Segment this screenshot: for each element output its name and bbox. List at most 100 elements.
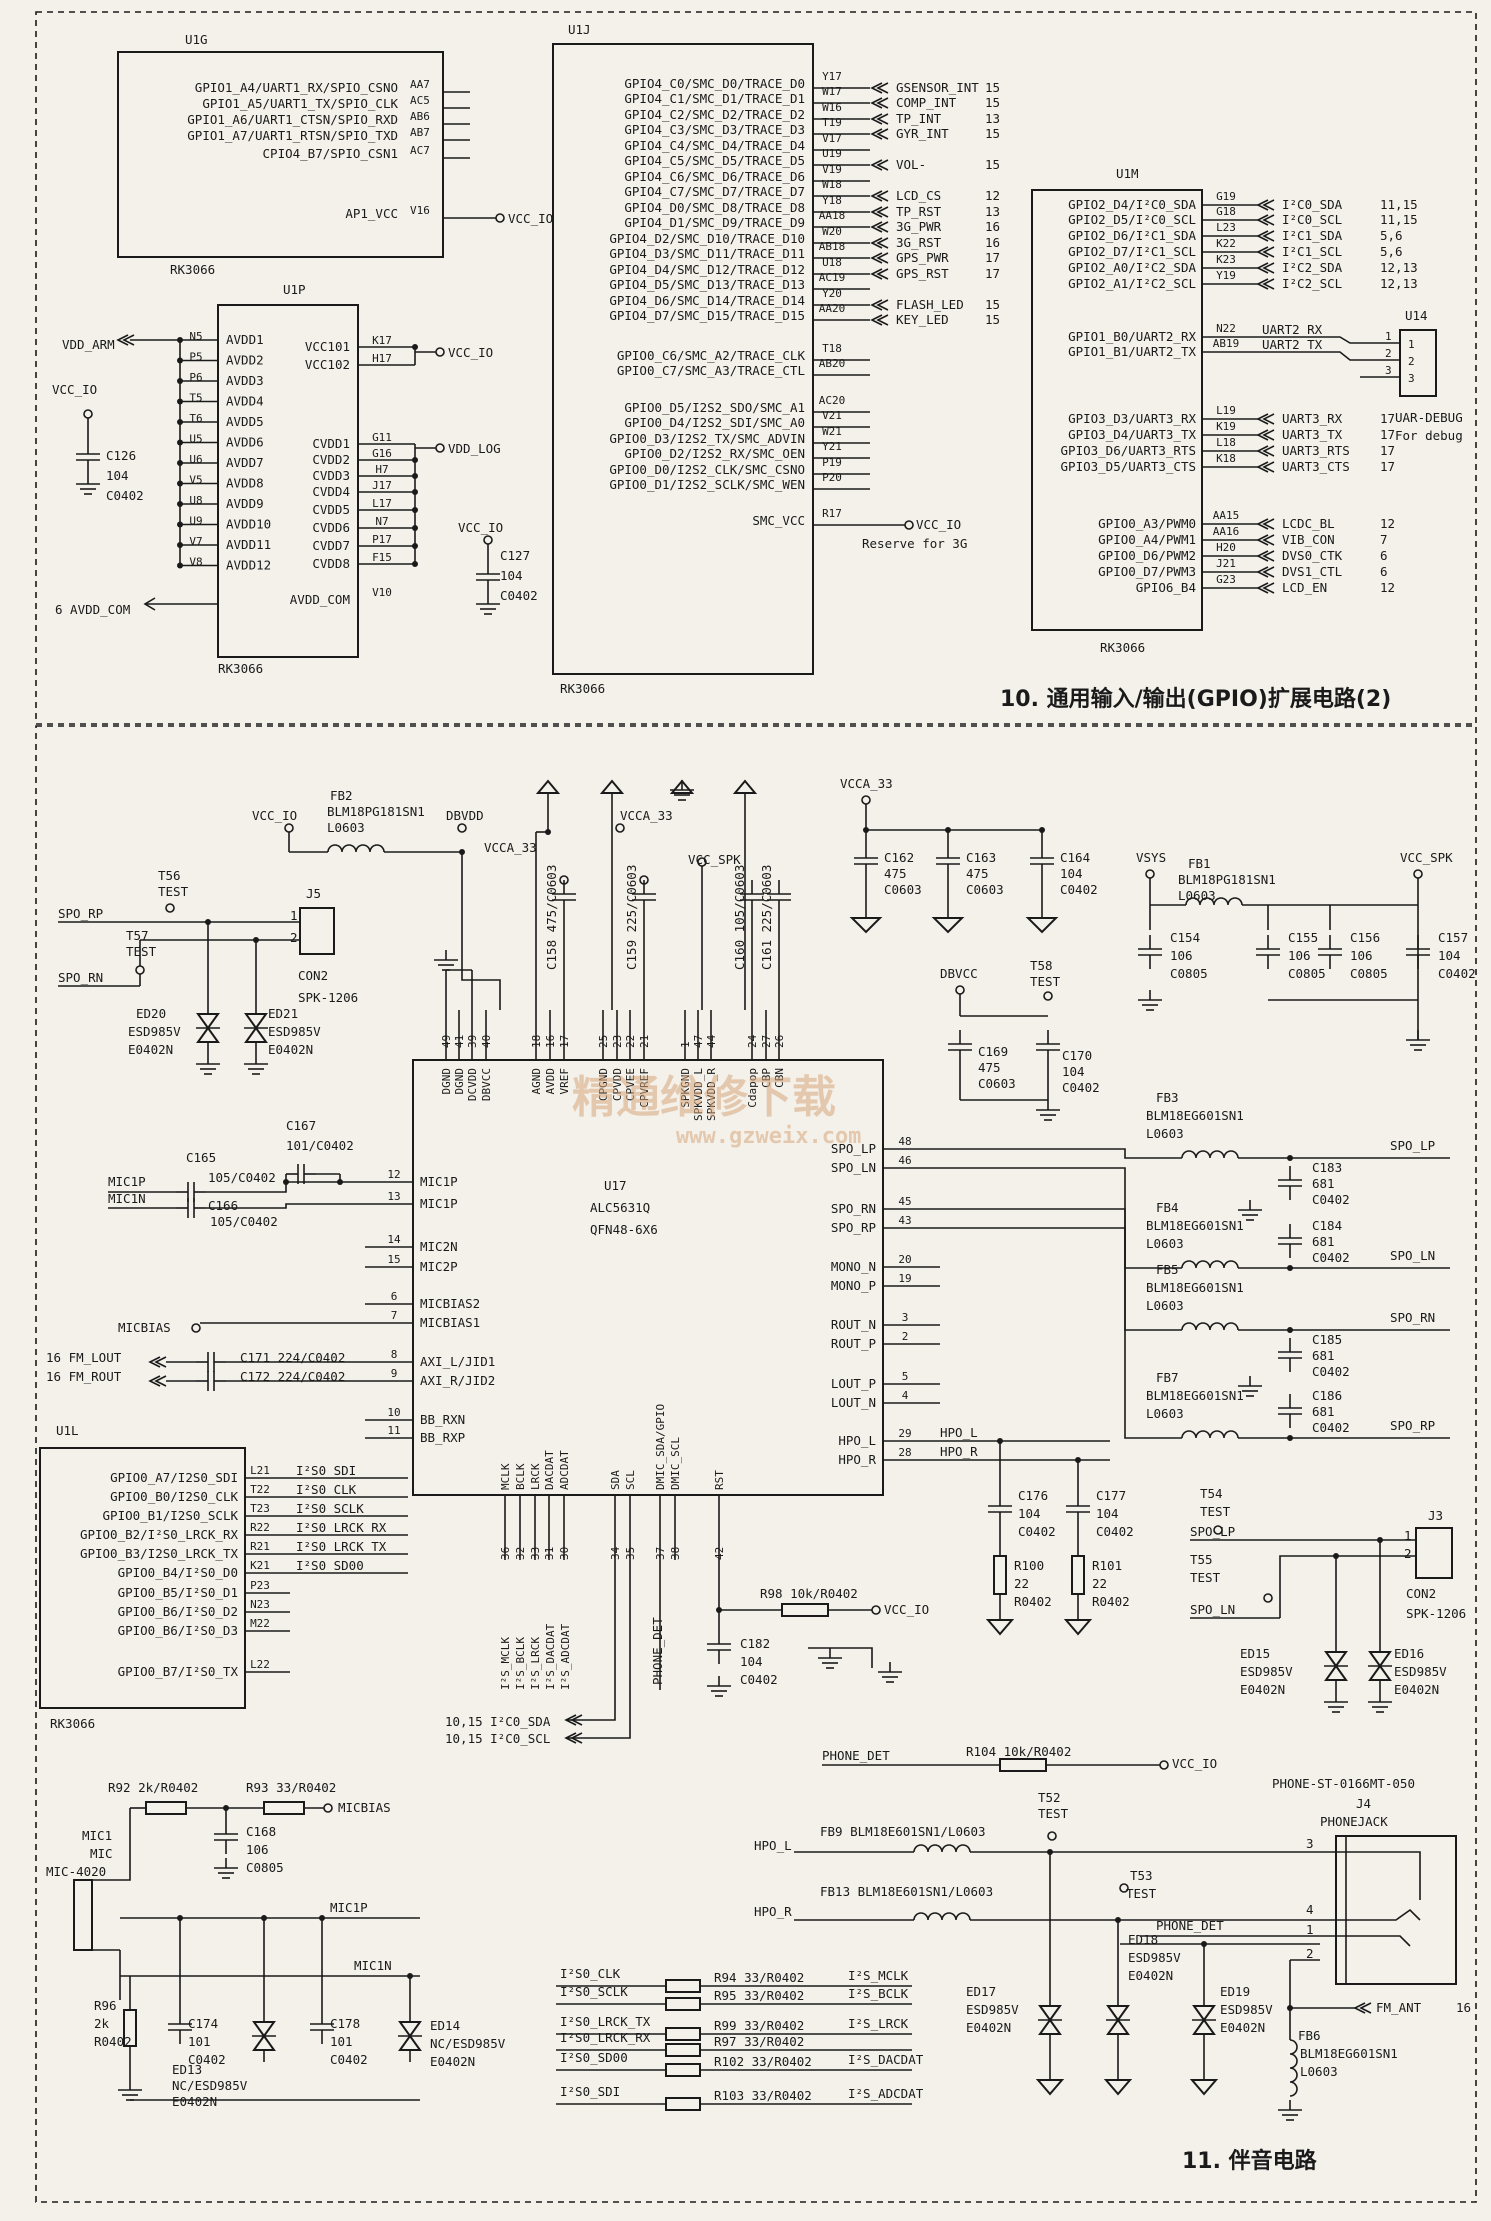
gpio-section-title: 10. 通用输入/输出(GPIO)扩展电路(2) — [1000, 686, 1391, 712]
u17-part: ALC5631Q — [590, 1200, 650, 1215]
u1j-pin-name: GPIO4_C4/SMC_D4/TRACE_D4 — [624, 138, 805, 153]
u1j-part: RK3066 — [560, 681, 605, 696]
i2s-res-label: R99 33/R0402 — [714, 2018, 804, 2033]
spo-net-label: SPO_LN — [1390, 1248, 1435, 1263]
ed18-tvs — [1106, 1994, 1130, 2046]
j3-spo-ln: SPO_LN — [1190, 1602, 1235, 1617]
u17-bottom-pin: DMIC_SCL — [669, 1437, 682, 1490]
u1p-vcc-io: VCC_IO — [448, 345, 493, 360]
c174-label: C0402 — [188, 2052, 226, 2067]
phone-det-label: PHONE_DET — [822, 1748, 890, 1763]
junction-dot — [412, 457, 418, 463]
c171-label: C171 224/C0402 — [240, 1350, 345, 1365]
u1j-pin-number: AB20 — [819, 357, 846, 370]
u1l-pin-number: L21 — [250, 1464, 270, 1477]
u1p-avdd-pin: AVDD5 — [226, 414, 264, 429]
i2s-out-label: I²S_BCLK — [848, 1986, 909, 2001]
c158-label: C158 475/C0603 — [544, 865, 559, 970]
u1l-pin-number: P23 — [250, 1579, 270, 1592]
u17-i2s-net: I²S_BCLK — [514, 1637, 527, 1690]
ground-symbol — [1138, 990, 1162, 1011]
i2s-out-label: I²S_MCLK — [848, 1968, 909, 1983]
u1g-pin-number: AB7 — [410, 126, 430, 139]
u1p-avdd-pin: AVDD12 — [226, 558, 271, 573]
jack-phone-det-label: PHONE_DET — [1156, 1918, 1224, 1933]
watermark-cn: 精通维修下载 — [572, 1072, 836, 1123]
fb7-ferrite-bead — [1181, 1430, 1239, 1439]
u1p-vdd-number: H17 — [372, 352, 392, 365]
c163-label: C0603 — [966, 882, 1004, 897]
junction-dot — [412, 344, 418, 350]
u1p-avdd-number: V7 — [189, 535, 202, 548]
u1j-pin-name: GPIO4_D6/SMC_D14/TRACE_D14 — [609, 293, 805, 308]
diode-triangle — [1324, 1664, 1348, 1681]
u1l-net-label: I²S0_SD00 — [296, 1558, 364, 1573]
net-arrow — [1256, 214, 1269, 226]
ed21-tvs — [244, 1002, 268, 1054]
ed14-label: E0402N — [430, 2054, 475, 2069]
diode-triangle — [1038, 2005, 1062, 2022]
ed21-label: ESD985V — [268, 1024, 321, 1039]
ground-symbol — [1036, 1100, 1060, 1121]
u1j-net-label: GPS_RST — [896, 266, 949, 281]
u1j-pin-name: GPIO4_C1/SMC_D1/TRACE_D1 — [624, 91, 805, 106]
u17-left-pin: MIC1P — [420, 1196, 458, 1211]
net-arrow — [1262, 214, 1275, 226]
c155-capacitor — [1256, 935, 1280, 969]
u17-right-number: 4 — [902, 1389, 909, 1402]
u1m-pin-name: GPIO2_D7/I²C1_SCL — [1068, 244, 1196, 259]
u1p-vdd-pin: CVDD6 — [312, 520, 350, 535]
u1p-vdd-number: N7 — [375, 515, 388, 528]
u1l-pin-number: M22 — [250, 1617, 270, 1630]
u1m-sheet-ref: 11,15 — [1380, 212, 1418, 227]
u1m-pin-number: AB19 — [1213, 337, 1240, 350]
diode-triangle — [1368, 1651, 1392, 1668]
diode-triangle — [1106, 2005, 1130, 2022]
fb6-label: BLM18EG601SN1 — [1300, 2046, 1398, 2061]
diode-triangle — [1038, 2018, 1062, 2035]
i2c-sda-label: 10,15 I²C0_SDA — [445, 1714, 551, 1729]
c184-capacitor — [1278, 1224, 1302, 1258]
c156-label: C0805 — [1350, 966, 1388, 981]
diode-triangle — [244, 1013, 268, 1030]
c178-label: C178 — [330, 2016, 360, 2031]
net-arrow — [564, 1732, 577, 1744]
u17-left-pin: MICBIAS1 — [420, 1315, 480, 1330]
junction-dot — [412, 489, 418, 495]
u1p-ref: U1P — [283, 282, 306, 297]
u1m-pin-number: K23 — [1216, 253, 1236, 266]
u1j-sheet-ref: 15 — [985, 312, 1000, 327]
u1j-pin-name: GPIO0_D4/I2S2_SDI/SMC_A0 — [624, 415, 805, 430]
junction-dot — [412, 543, 418, 549]
c159-capacitor — [632, 880, 656, 914]
diode-triangle — [252, 2021, 276, 2038]
u17-left-pin: MIC1P — [420, 1174, 458, 1189]
t57-ref: T57 — [126, 928, 149, 943]
net-arrow — [870, 113, 883, 125]
u1j-pin-name: GPIO4_C5/SMC_D5/TRACE_D5 — [624, 153, 805, 168]
u1l-pin-name: GPIO0_B6/I²S0_D2 — [118, 1604, 238, 1619]
c156-label: C156 — [1350, 930, 1380, 945]
c185-label: C185 — [1312, 1332, 1342, 1347]
u1j-pin-number: W21 — [822, 425, 842, 438]
net-arrow — [1262, 518, 1275, 530]
u1p-avdd-number: U9 — [189, 515, 202, 528]
u1m-sheet-ref: 17 — [1380, 427, 1395, 442]
c164-label: C0402 — [1060, 882, 1098, 897]
net-terminal — [495, 213, 505, 223]
u1j-pin-number: W20 — [822, 225, 842, 238]
u17-right-pin: HPO_R — [838, 1452, 876, 1467]
u1p-avdd-number: P5 — [189, 351, 202, 364]
u1p-vdd-pin: CVDD1 — [312, 436, 350, 451]
u17-right-pin: SPO_LN — [831, 1160, 876, 1175]
u1m-pin-name: GPIO6_B4 — [1136, 580, 1196, 595]
net-arrow — [1256, 518, 1269, 530]
svg-text:UAR-DEBUG: UAR-DEBUG — [1395, 410, 1463, 425]
c183-label: C183 — [1312, 1160, 1342, 1175]
u1l-pin-number: L22 — [250, 1658, 270, 1671]
r101-label: R101 — [1092, 1558, 1122, 1573]
u17-right-number: 46 — [898, 1154, 911, 1167]
supply-arrow — [535, 779, 561, 794]
u1p-avdd-number: U6 — [189, 453, 202, 466]
